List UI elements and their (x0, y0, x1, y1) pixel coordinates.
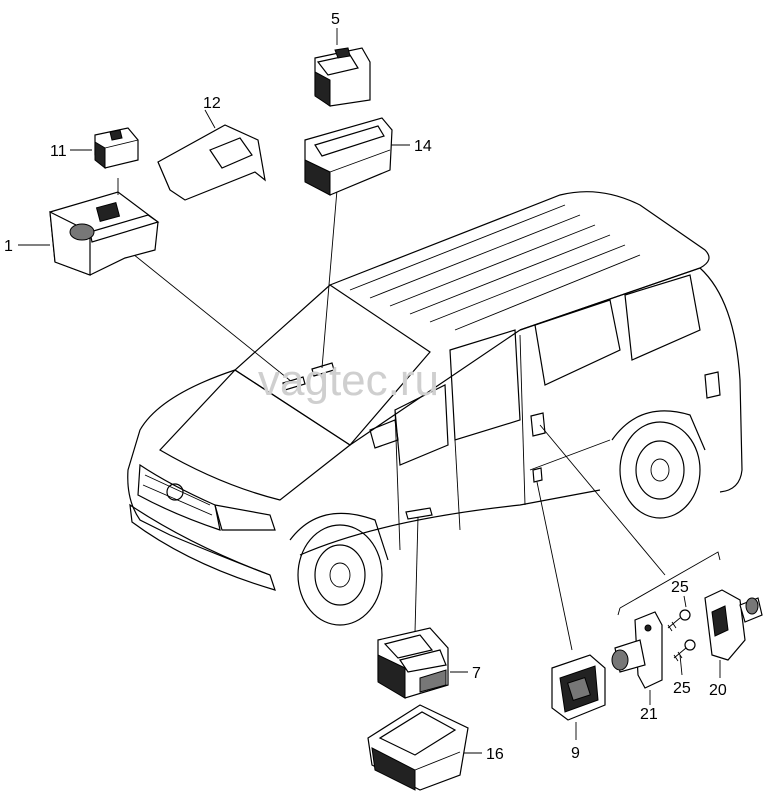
part-21-contact-switch (611, 611, 663, 689)
label-20: 20 (709, 682, 727, 699)
label-11: 11 (50, 143, 67, 160)
label-25-upper: 25 (671, 579, 689, 596)
vehicle-illustration (127, 191, 743, 626)
part-16-housing (367, 704, 469, 791)
label-5: 5 (331, 11, 340, 28)
label-21: 21 (640, 706, 658, 723)
watermark: vagtec.ru (258, 356, 439, 405)
part-9-switch (551, 654, 606, 721)
part-20-contact-switch (704, 589, 763, 661)
label-14: 14 (414, 138, 432, 155)
part-14-housing (304, 117, 393, 196)
label-7: 7 (472, 665, 481, 682)
part-11-switch (94, 127, 139, 170)
label-16: 16 (486, 746, 504, 763)
part-7-double-switch (377, 627, 449, 699)
label-25-lower: 25 (673, 680, 691, 697)
part-number-labels: 1 5 7 9 11 12 14 16 20 21 25 25 (4, 11, 727, 763)
part-1-mirror-switch (49, 178, 160, 276)
label-1: 1 (4, 238, 13, 255)
label-12: 12 (203, 95, 221, 112)
part-5-switch (314, 47, 371, 107)
part-25-screw-lower (673, 639, 696, 662)
part-12-cover (157, 124, 266, 201)
label-9: 9 (571, 745, 580, 762)
part-25-screw-upper (667, 609, 691, 632)
